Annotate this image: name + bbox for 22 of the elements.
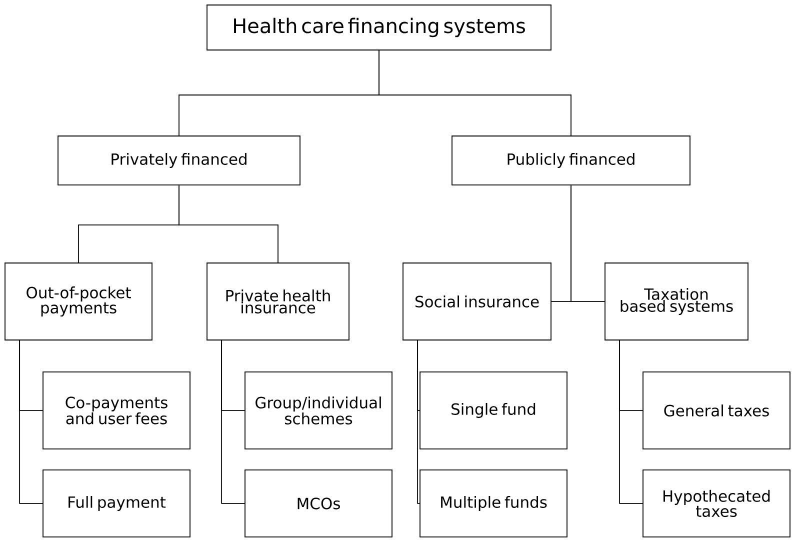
connector-line [378, 50, 572, 136]
connector-line [417, 340, 420, 504]
category-box: Full payment [42, 470, 190, 538]
category-box: General taxes [642, 372, 790, 450]
category-box: Taxation based systems [604, 262, 748, 340]
category-box: Multiple funds [420, 470, 568, 538]
category-box: Co-payments and user fees [42, 372, 190, 450]
connector-line [619, 340, 643, 504]
category-box: Group/individual schemes [244, 372, 392, 450]
category-box: Private health insurance [206, 262, 350, 340]
category-box: Privately financed [58, 136, 300, 186]
connector-line [570, 185, 605, 302]
category-box: MCOs [244, 470, 392, 538]
connector-line [178, 185, 278, 263]
connector-line [19, 340, 44, 504]
category-box: Social insurance [402, 262, 552, 340]
category-box: Out-of-pocket payments [4, 262, 152, 340]
category-box: Hypothecated taxes [642, 470, 790, 538]
connector-line [221, 340, 245, 504]
category-box: Single fund [420, 372, 568, 450]
category-box: Health care financing systems [206, 4, 552, 50]
category-box: Publicly financed [452, 136, 690, 186]
